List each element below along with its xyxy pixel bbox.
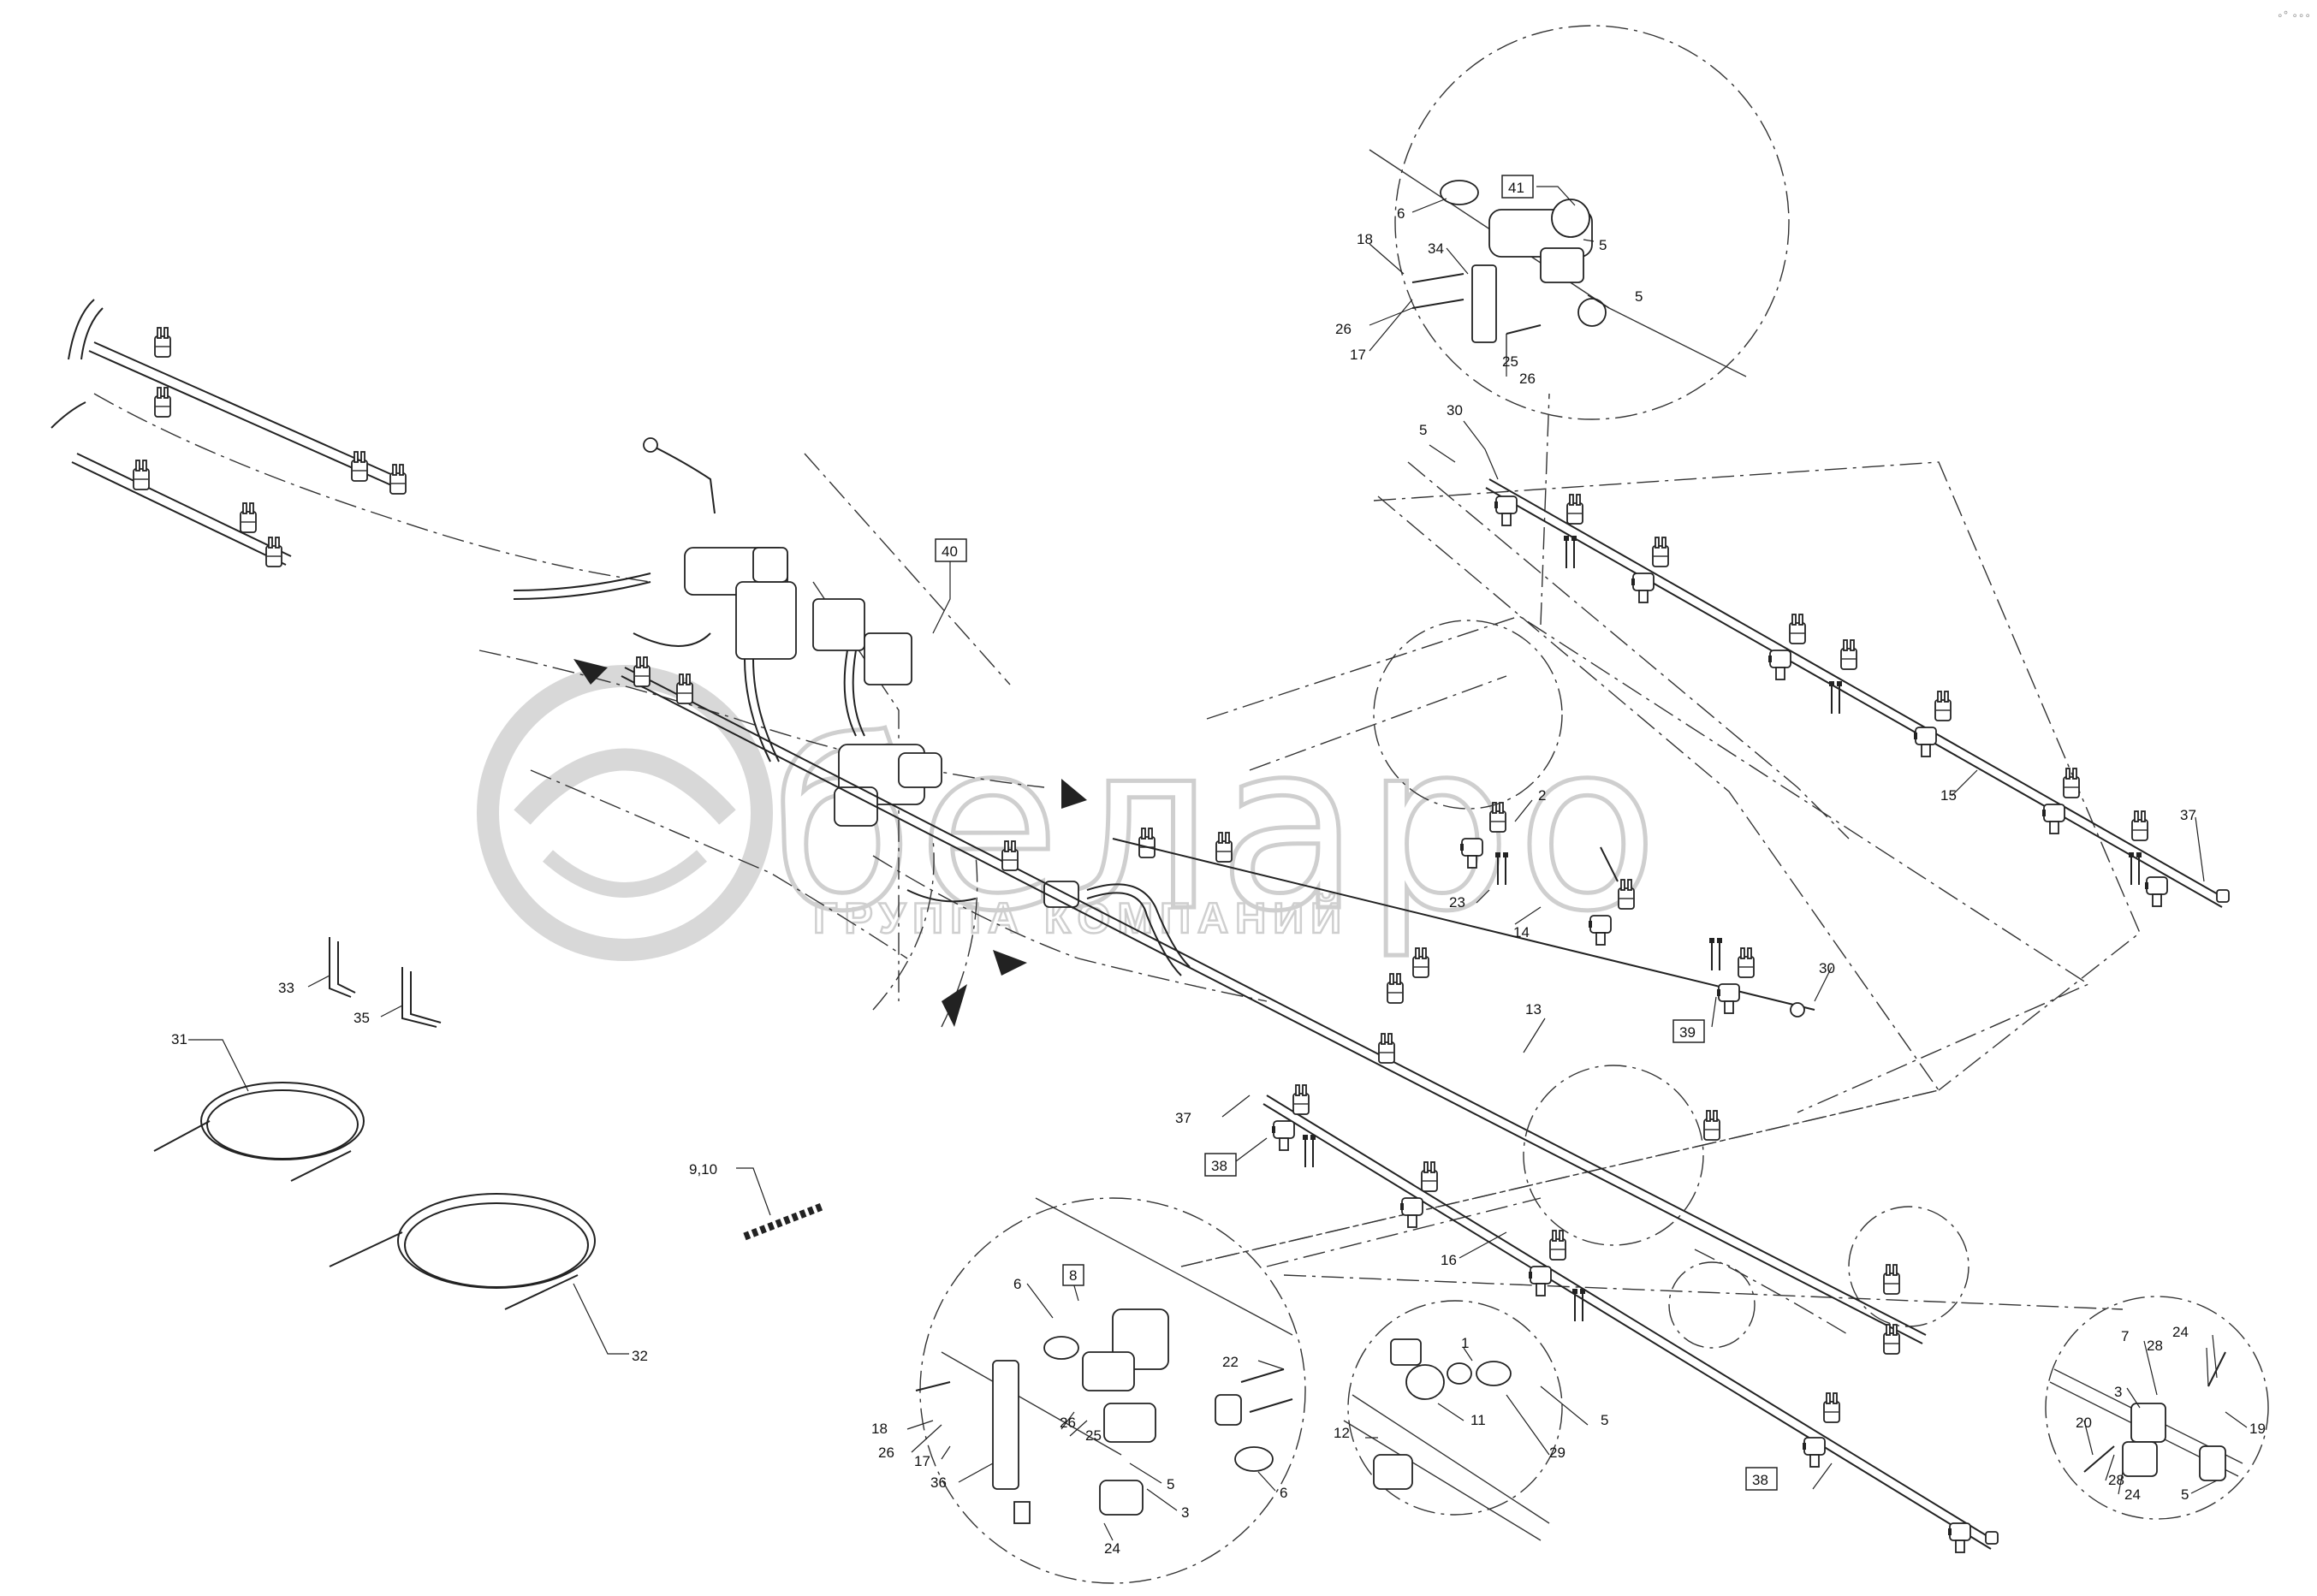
- callout-2: 2: [1538, 787, 1546, 804]
- callout-6: 6: [1397, 205, 1405, 222]
- callout-35: 35: [353, 1010, 370, 1026]
- callout-box-38b: [1745, 1467, 1778, 1491]
- detail-bottom-left-parts: [915, 1197, 1293, 1524]
- callout-5: 5: [1601, 1412, 1608, 1428]
- callout-5: 5: [1419, 422, 1427, 438]
- detail-circle-top: [1394, 25, 1790, 420]
- detail-circle-center: [1523, 1065, 1704, 1246]
- callout-19: 19: [2249, 1421, 2266, 1437]
- callout-28: 28: [2108, 1472, 2124, 1488]
- callout-14: 14: [1513, 924, 1530, 940]
- callout-37: 37: [2180, 807, 2196, 823]
- callout-24: 24: [2124, 1486, 2141, 1503]
- leader-lines: [188, 186, 2248, 1541]
- callout-26: 26: [878, 1445, 894, 1461]
- callout-17: 17: [914, 1453, 930, 1469]
- callout-5: 5: [1599, 237, 1607, 253]
- callout-13: 13: [1525, 1001, 1542, 1018]
- spiral-wrap: [743, 1202, 823, 1241]
- callout-17: 17: [1350, 347, 1366, 363]
- callout-18: 18: [1357, 231, 1373, 247]
- callout-labels: 41 6 5 18 34 5 26 17 25 26 30 5 40 15 37…: [171, 175, 2266, 1557]
- callout-15: 15: [1940, 787, 1957, 804]
- watermark-logo-ring: [477, 665, 773, 961]
- callout-23: 23: [1449, 894, 1465, 911]
- callout-12: 12: [1334, 1425, 1350, 1441]
- callout-box-40: [935, 538, 967, 562]
- callout-box-38: [1204, 1153, 1237, 1177]
- callout-24: 24: [1104, 1540, 1120, 1557]
- callout-34: 34: [1428, 240, 1444, 257]
- callout-5: 5: [1635, 288, 1643, 305]
- callout-18: 18: [871, 1421, 888, 1437]
- callout-6: 6: [1013, 1276, 1021, 1292]
- detail-circle-mid: [1373, 620, 1563, 810]
- callout-22: 22: [1222, 1354, 1239, 1370]
- detail-bottom-mid-parts: [1343, 1338, 1550, 1541]
- callout-38: 38: [1752, 1472, 1768, 1488]
- callout-36: 36: [930, 1474, 947, 1491]
- callout-25: 25: [1085, 1427, 1102, 1444]
- callout-3: 3: [1181, 1504, 1189, 1521]
- boom-16: [1262, 1084, 1999, 1553]
- detail-circle-small: [1848, 1206, 1969, 1327]
- callout-box-8: [1062, 1264, 1084, 1286]
- callout-28: 28: [2147, 1338, 2163, 1354]
- callout-30: 30: [1447, 402, 1463, 418]
- callout-25: 25: [1502, 353, 1518, 370]
- callout-39: 39: [1679, 1024, 1696, 1041]
- central-valve-assembly: [513, 437, 1191, 976]
- corner-mark: ∘° ∘∘∘: [2277, 9, 2311, 21]
- callout-31: 31: [171, 1031, 187, 1047]
- boom-13-14: [1112, 802, 1815, 1018]
- flow-arcs: [573, 453, 1087, 1028]
- detail-circle-bottom-mid: [1347, 1300, 1563, 1516]
- callout-6: 6: [1280, 1485, 1287, 1501]
- callout-30: 30: [1819, 960, 1835, 976]
- detail-circle-mini: [1668, 1261, 1756, 1349]
- callout-5: 5: [1167, 1476, 1174, 1492]
- callout-box-39: [1672, 1019, 1705, 1043]
- reference-lines: [93, 393, 2141, 1336]
- watermark-logo-arc-2: [543, 850, 707, 898]
- callout-8: 8: [1069, 1267, 1077, 1284]
- callout-1: 1: [1461, 1335, 1469, 1351]
- callout-24: 24: [2172, 1324, 2189, 1340]
- detail-bottom-right-parts: [2049, 1351, 2243, 1481]
- callout-32: 32: [632, 1348, 648, 1364]
- detail-top-parts: [1369, 149, 1747, 377]
- callout-7: 7: [2121, 1328, 2129, 1344]
- callout-37: 37: [1175, 1110, 1191, 1126]
- callout-26: 26: [1060, 1415, 1076, 1431]
- callout-3: 3: [2114, 1384, 2122, 1400]
- watermark-logo-arc: [514, 748, 736, 825]
- detail-circles: [919, 25, 2269, 1584]
- callout-11: 11: [1470, 1412, 1486, 1428]
- watermark: беларо ГРУППА КОМПАНИЙ: [477, 665, 1661, 964]
- boom-15: [1485, 478, 2230, 908]
- callout-26: 26: [1335, 321, 1352, 337]
- left-boom: [50, 299, 407, 567]
- callout-38: 38: [1211, 1158, 1227, 1174]
- callout-20: 20: [2076, 1415, 2092, 1431]
- detail-circle-bottom-right: [2045, 1296, 2269, 1520]
- callout-26: 26: [1519, 371, 1536, 387]
- brackets-33-35: [329, 937, 442, 1028]
- callout-33: 33: [278, 980, 294, 996]
- callout-5: 5: [2181, 1486, 2189, 1503]
- callout-40: 40: [942, 543, 958, 560]
- detail-circle-bottom-left: [919, 1197, 1306, 1584]
- callout-9-10: 9,10: [689, 1161, 717, 1178]
- central-pipe: [621, 656, 1927, 1355]
- callout-16: 16: [1441, 1252, 1457, 1268]
- callout-29: 29: [1549, 1445, 1565, 1461]
- callout-41: 41: [1508, 180, 1524, 196]
- hose-coils: [153, 1082, 596, 1310]
- callout-box-41: [1501, 175, 1534, 199]
